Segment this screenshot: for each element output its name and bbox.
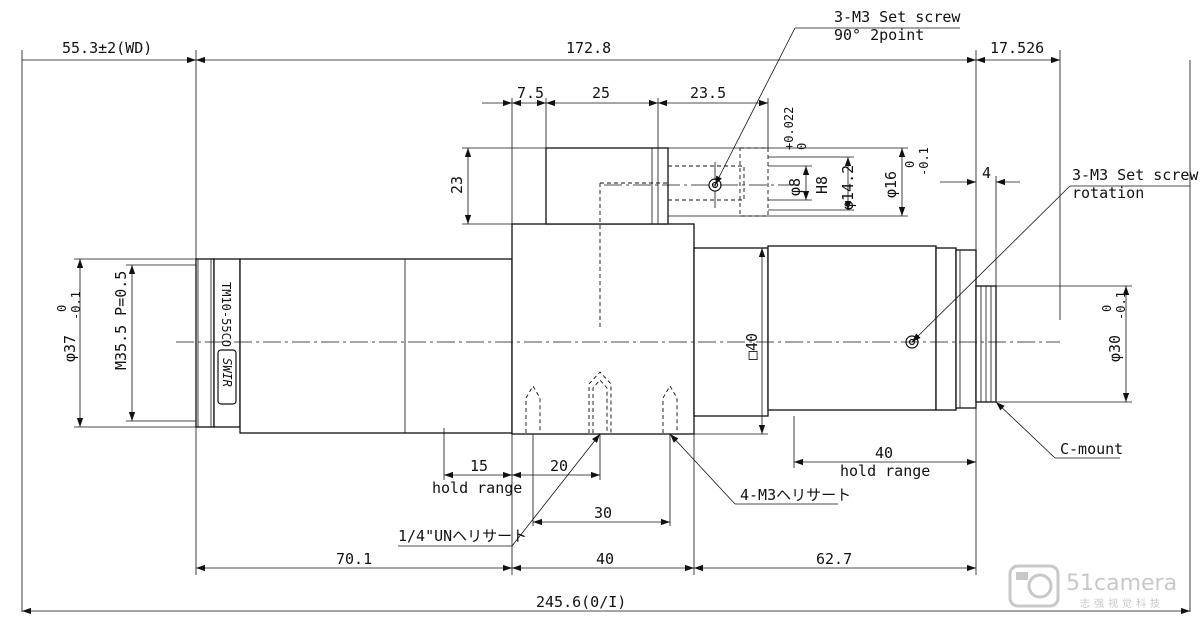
note-setscrew-top-1: 3-M3 Set screw [834,8,961,26]
main-barrel [239,258,513,434]
tol-phi37-lower: -0.1 [69,291,83,320]
dim-30: 30 [594,504,612,522]
dim-h8: H8 [813,176,831,194]
rear-barrel [693,247,769,417]
dim-phi37: φ37 [61,335,79,362]
adapter-bracket [545,147,669,225]
dim-wd: 55.3±2(WD) [62,39,152,57]
note-c-mount: C-mount [1060,440,1123,458]
watermark-subtitle: 志强视觉科技 [1080,597,1164,610]
watermark-brand: 51camera [1066,571,1177,596]
dim-40-right: 40 [875,444,893,462]
tol-phi37-upper: 0 [55,305,69,312]
tol-phi30-lower: -0.1 [1114,291,1128,320]
mount-block [511,223,695,435]
note-setscrew-right-1: 3-M3 Set screw [1072,166,1199,184]
dimension-lines [21,27,1191,615]
tol-phi30-upper: 0 [1100,305,1114,312]
tol-phi16-lower: -0.1 [917,147,931,176]
dim-23: 23 [448,176,466,194]
dim-15: 15 [470,457,488,475]
dim-body-length: 172.8 [566,39,611,57]
watermark: 51camera 志强视觉科技 [1008,564,1177,610]
tol-lower: 0 [795,143,809,150]
callout-notes: 3-M3 Set screw 90° 2point 3-M3 Set screw… [398,8,1199,545]
rear-ring-1 [935,247,957,411]
tol-phi16-upper: 0 [903,161,917,168]
dim-20: 20 [550,457,568,475]
note-insert-m3: 4-M3ヘリサート [740,486,851,504]
rear-tube [767,245,937,411]
note-insert-unc: 1/4"UNヘリサート [398,527,527,545]
swir-badge-text: SWIR [220,358,234,387]
dim-7-5: 7.5 [517,84,544,102]
dim-70-1: 70.1 [336,550,372,568]
dim-40-bottom: 40 [596,550,614,568]
hold-range-right: hold range [840,462,930,480]
lens-body: TM10-55CO SWIR [176,147,1060,435]
watermark-logo-icon [1008,564,1060,608]
dimension-labels: 55.3±2(WD) 172.8 17.526 7.5 25 23.5 23 +… [55,39,1128,611]
swir-badge [217,349,237,405]
dim-phi30: φ30 [1106,335,1124,362]
dim-total: 245.6(0/I) [536,593,626,611]
dim-phi14-2: φ14.2 [839,165,857,210]
dim-23-5: 23.5 [690,84,726,102]
dim-62-7: 62.7 [816,550,852,568]
helisert-holes [525,371,678,433]
dim-sq40: □40 [743,333,761,360]
note-setscrew-right-2: rotation [1072,184,1144,202]
model-label: TM10-55CO [219,282,233,347]
note-setscrew-top-2: 90° 2point [834,26,924,44]
rear-ring-2 [955,249,977,409]
dim-back-ext: 17.526 [990,39,1044,57]
dim-m35: M35.5 P=0.5 [112,271,130,370]
dim-4: 4 [982,164,991,182]
dim-phi8: φ8 [786,178,804,196]
hold-range-left: hold range [432,479,522,497]
dim-phi16: φ16 [882,171,900,198]
dim-25: 25 [592,84,610,102]
tol-upper: +0.022 [782,107,796,150]
